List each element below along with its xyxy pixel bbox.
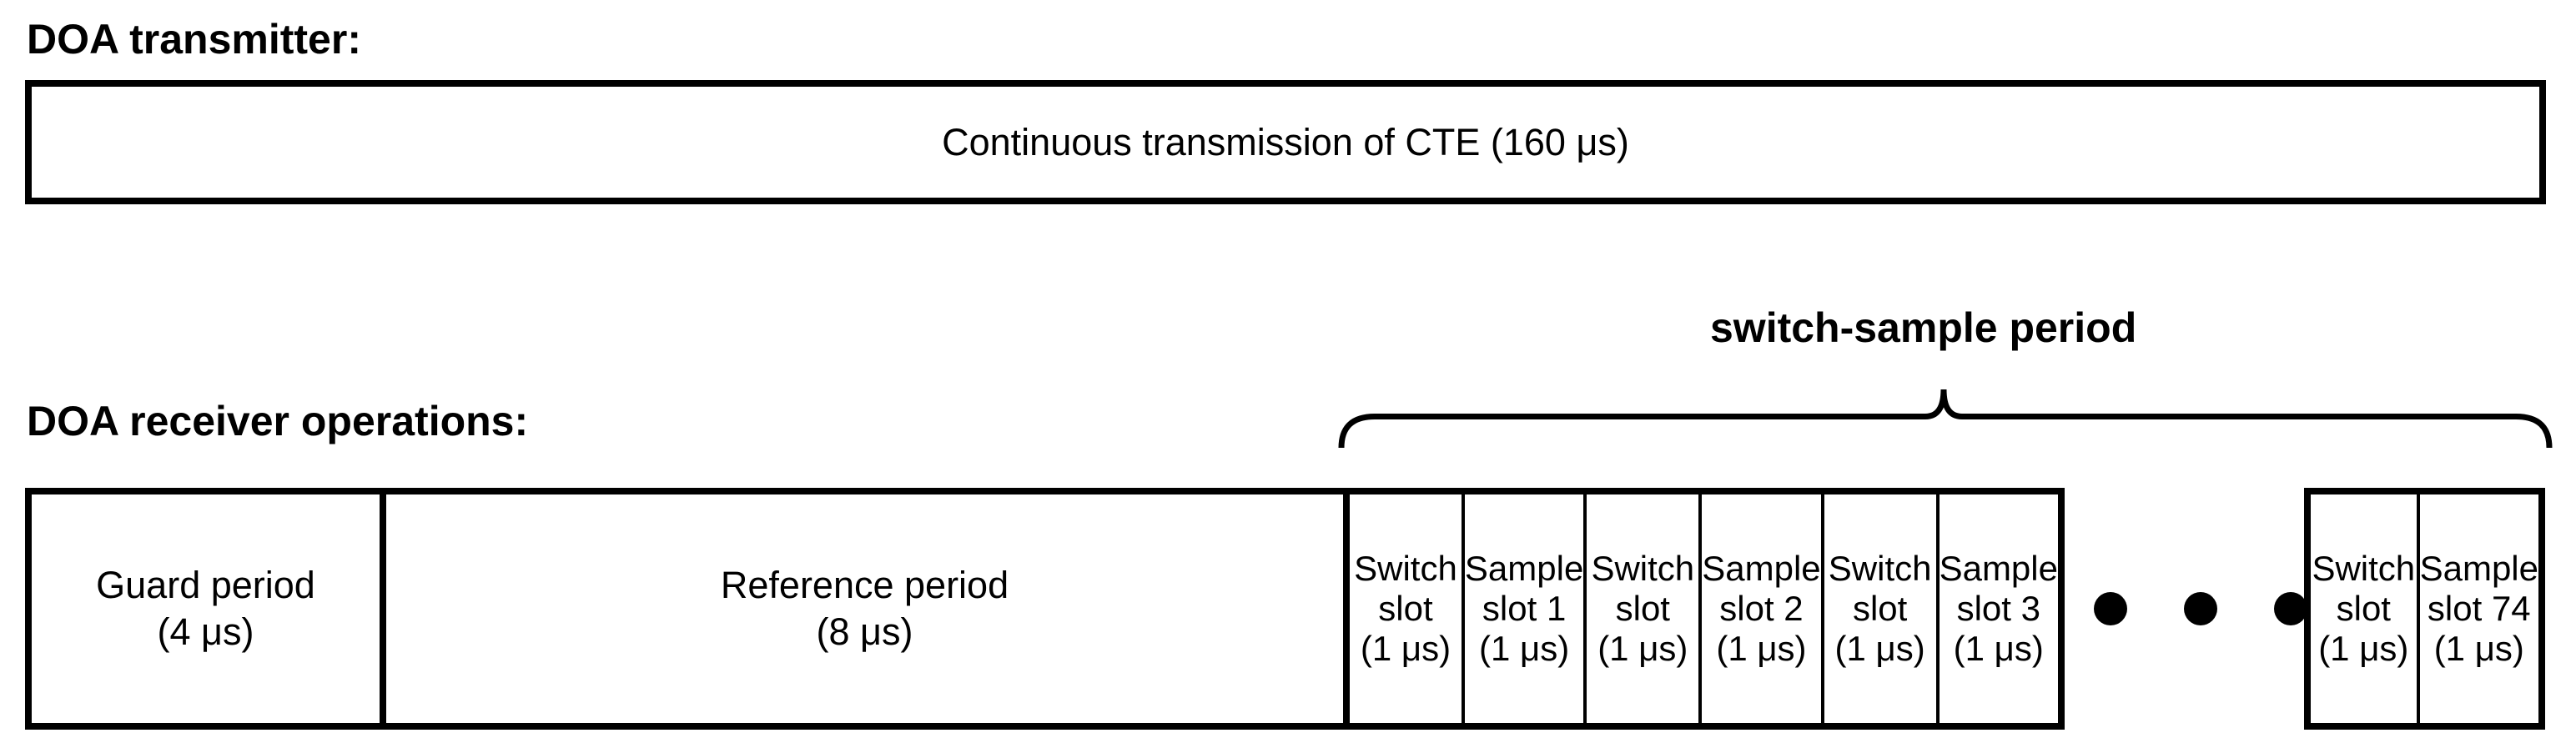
slot-line: (1 μs)	[2318, 629, 2409, 668]
slot-line: Switch	[2312, 549, 2416, 588]
slot-line: slot	[1852, 589, 1908, 628]
slot-line: slot 1	[1482, 589, 1567, 628]
slot-line: (1 μs)	[1834, 629, 1925, 668]
slot-cell-sample-2: Sample slot 2 (1 μs)	[1698, 494, 1821, 723]
guard-period-duration: (4 μs)	[157, 610, 254, 653]
slot-line: Sample	[1702, 549, 1821, 588]
slot-line: (1 μs)	[1953, 629, 2044, 668]
switch-sample-period-label: switch-sample period	[1710, 304, 2137, 351]
slot-cell-switch-2: Switch slot (1 μs)	[1583, 494, 1698, 723]
slot-line: slot	[1615, 589, 1670, 628]
slot-line: slot 74	[2427, 589, 2531, 628]
curly-brace-icon	[1338, 389, 2553, 449]
guard-period-box: Guard period (4 μs)	[25, 488, 386, 730]
slot-line: Sample	[2419, 549, 2538, 588]
receiver-section-label: DOA receiver operations:	[27, 398, 529, 444]
switch-sample-slots-box: Switch slot (1 μs) Sample slot 1 (1 μs) …	[1343, 488, 2065, 730]
cte-transmission-box: Continuous transmission of CTE (160 μs)	[25, 80, 2546, 204]
transmitter-section-label: DOA transmitter:	[27, 16, 361, 63]
slot-line: Sample	[1464, 549, 1584, 588]
slot-cell-sample-3: Sample slot 3 (1 μs)	[1935, 494, 2058, 723]
reference-period-duration: (8 μs)	[816, 610, 913, 653]
slot-line: slot	[1378, 589, 1433, 628]
slot-line: slot 2	[1719, 589, 1804, 628]
slot-line: (1 μs)	[1479, 629, 1570, 668]
slot-cell-switch-last: Switch slot (1 μs)	[2311, 494, 2417, 723]
slot-line: slot 3	[1956, 589, 2040, 628]
slot-cell-switch-1: Switch slot (1 μs)	[1350, 494, 1462, 723]
reference-period-box: Reference period (8 μs)	[380, 488, 1350, 730]
slot-line: (1 μs)	[2433, 629, 2524, 668]
final-slots-box: Switch slot (1 μs) Sample slot 74 (1 μs)	[2304, 488, 2545, 730]
ellipsis-dot-icon	[2184, 592, 2217, 625]
receiver-timeline: Guard period (4 μs) Reference period (8 …	[25, 488, 2545, 730]
slot-line: Switch	[1828, 549, 1932, 588]
slot-line: Switch	[1354, 549, 1457, 588]
ellipsis-dot-icon	[2094, 592, 2127, 625]
slot-line: (1 μs)	[1360, 629, 1452, 668]
reference-period-name: Reference period	[720, 564, 1009, 606]
ellipsis-dot-icon	[2274, 592, 2307, 625]
slot-line: Sample	[1939, 549, 2058, 588]
ellipsis-gap	[2065, 488, 2307, 730]
slot-line: Switch	[1591, 549, 1695, 588]
slot-cell-switch-3: Switch slot (1 μs)	[1820, 494, 1936, 723]
guard-period-name: Guard period	[96, 564, 315, 606]
cte-transmission-text: Continuous transmission of CTE (160 μs)	[942, 120, 1629, 163]
slot-cell-sample-1: Sample slot 1 (1 μs)	[1461, 494, 1584, 723]
slot-line: (1 μs)	[1716, 629, 1807, 668]
slot-line: (1 μs)	[1597, 629, 1688, 668]
slot-cell-sample-74: Sample slot 74 (1 μs)	[2416, 494, 2538, 723]
slot-line: slot	[2336, 589, 2391, 628]
